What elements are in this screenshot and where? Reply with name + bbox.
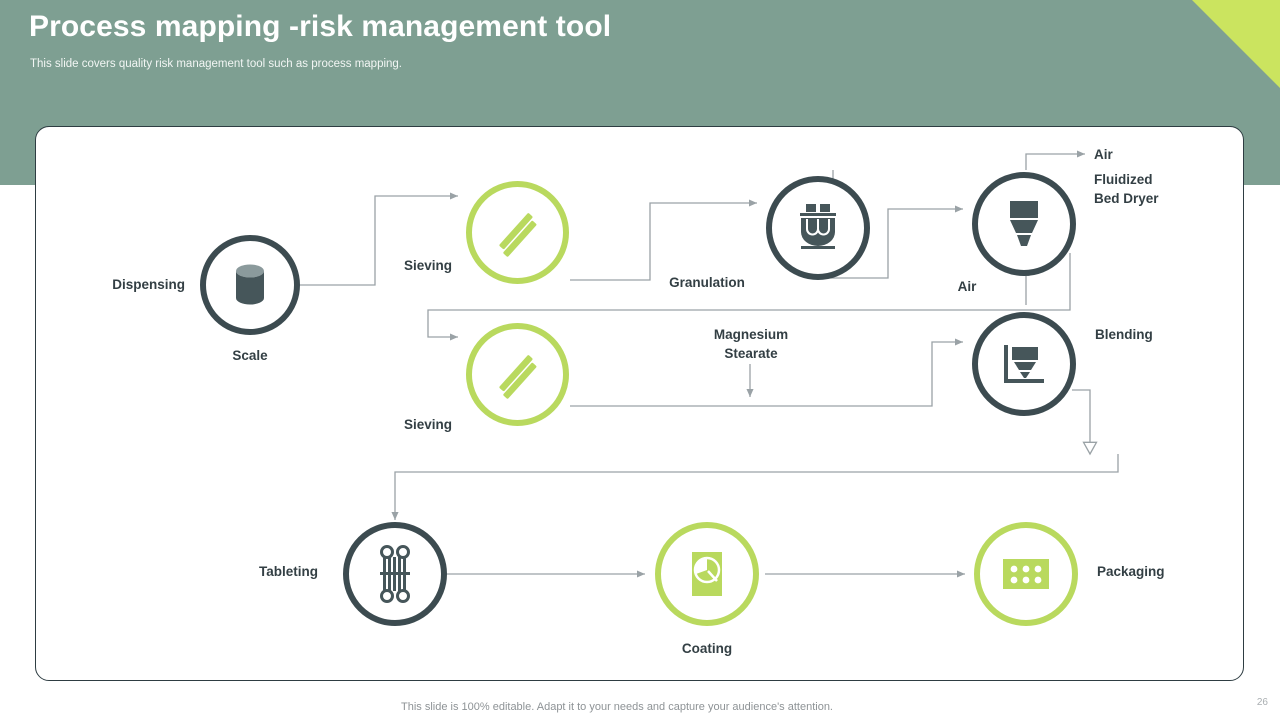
sieve-icon bbox=[498, 354, 536, 399]
funnel-icon bbox=[1010, 201, 1038, 246]
label-blending: Blending bbox=[1095, 327, 1153, 342]
label-scale: Scale bbox=[232, 348, 268, 363]
label-granulation: Granulation bbox=[669, 275, 745, 290]
node-tableting[interactable] bbox=[343, 522, 447, 626]
node-fluidized-bed-dryer[interactable] bbox=[972, 172, 1076, 276]
label-coating: Coating bbox=[681, 641, 733, 656]
label-fluidized-bed-dryer-line2: Bed Dryer bbox=[1094, 191, 1159, 206]
label-air-out: Air bbox=[1094, 147, 1113, 162]
label-sieving-1: Sieving bbox=[403, 258, 452, 273]
page-number: 26 bbox=[1256, 697, 1268, 708]
label-air-in: Air bbox=[957, 279, 977, 294]
label-magnesium-stearate-line1: Magnesium bbox=[713, 327, 789, 342]
page-title: Process mapping -risk management tool bbox=[29, 10, 612, 43]
blender-icon bbox=[1004, 345, 1044, 383]
cylinder-icon bbox=[236, 264, 264, 305]
node-sieving-1[interactable] bbox=[466, 181, 569, 284]
footer-note: This slide is 100% editable. Adapt it to… bbox=[401, 701, 833, 713]
mixer-icon bbox=[800, 204, 836, 249]
node-sieving-2[interactable] bbox=[466, 323, 569, 426]
blister-pack-icon bbox=[1003, 559, 1049, 589]
tablet-press-icon bbox=[380, 545, 410, 603]
label-tableting: Tableting bbox=[259, 564, 318, 579]
label-magnesium-stearate-line2: Stearate bbox=[724, 346, 778, 361]
page-subtitle: This slide covers quality risk managemen… bbox=[30, 58, 403, 70]
label-sieving-2: Sieving bbox=[403, 417, 452, 432]
sieve-icon bbox=[498, 212, 536, 257]
label-fluidized-bed-dryer-line1: Fluidized bbox=[1094, 172, 1153, 187]
node-packaging[interactable] bbox=[974, 522, 1078, 626]
node-coating[interactable] bbox=[655, 522, 759, 626]
node-blending[interactable] bbox=[972, 312, 1076, 416]
label-packaging: Packaging bbox=[1097, 564, 1165, 579]
coating-pan-icon bbox=[692, 552, 722, 596]
corner-wedge-decoration bbox=[1192, 0, 1280, 88]
label-dispensing: Dispensing bbox=[112, 277, 185, 292]
node-granulation[interactable] bbox=[766, 176, 870, 280]
node-scale[interactable] bbox=[200, 235, 300, 335]
